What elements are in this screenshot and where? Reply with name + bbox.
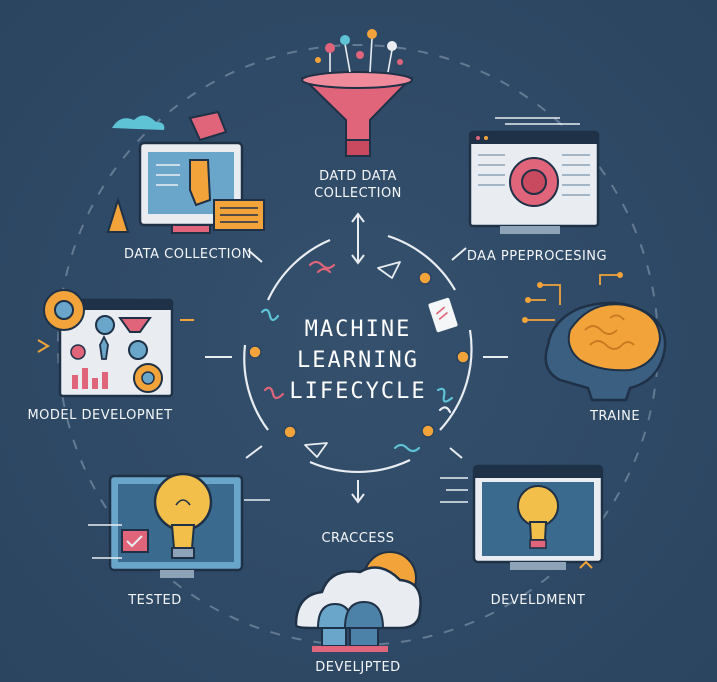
stage-label-right: TRAINE [589, 409, 641, 424]
cloud-server-icon [294, 551, 422, 652]
monitor-document-icon [106, 110, 265, 234]
ring-squiggles [260, 260, 454, 453]
document-card-icon [428, 297, 458, 333]
connector-ticks [205, 212, 508, 504]
gear-browser-icon [468, 117, 600, 234]
stage-label-top: DATD DATA COLLECTION [314, 169, 402, 201]
lightbulb-monitor-icon [88, 472, 270, 578]
stage-label-top-left: DATA COLLECTION [124, 247, 252, 262]
brain-circuit-icon [522, 272, 667, 402]
ring-nodes [248, 271, 470, 439]
gears-dashboard-icon [37, 289, 194, 398]
stage-label-bottom-right: DEVELDMENT [490, 593, 586, 608]
stage-label-bottom-left: TESTED [128, 593, 182, 608]
title-line-1: MACHINE [304, 317, 412, 342]
lifecycle-title: MACHINE LEARNING LIFECYCLE [268, 314, 448, 407]
paper-plane-icons [304, 261, 401, 458]
lightbulb-screen-icon [440, 464, 604, 570]
inner-cycle-ring [243, 234, 473, 474]
stage-label-left: MODEL DEVELOPNET [27, 408, 173, 423]
title-line-3: LIFECYCLE [289, 379, 427, 404]
funnel-icon [300, 29, 414, 157]
stage-label-bottom-center: CRACCESS [321, 531, 395, 546]
stage-label-bottom: DEVELJPTED [315, 660, 401, 675]
stage-label-top-right: DAA PPEPROCESING [466, 249, 608, 264]
title-line-2: LEARNING [297, 348, 419, 373]
